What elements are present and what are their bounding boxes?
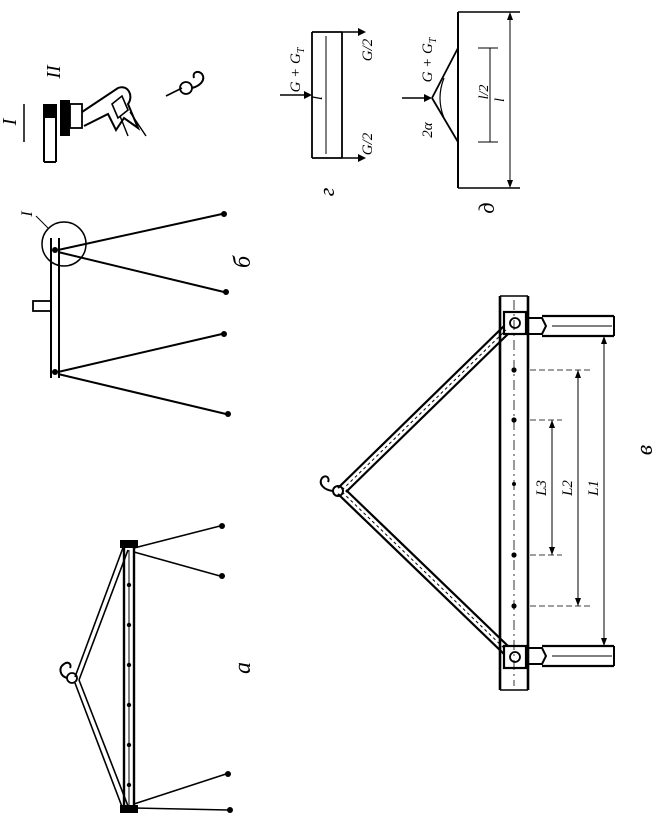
detail-view-i: I (0, 104, 57, 163)
detail-marker-circle: I (19, 211, 87, 267)
panel-g-half-top: G/2 (360, 38, 376, 61)
panel-v-label: в (632, 445, 658, 455)
panel-g-beam-diagram (280, 28, 366, 162)
svg-text:G + GT: G + GT (420, 36, 439, 82)
panel-d-angle-label: 2α (420, 121, 436, 138)
panel-a-lower-slings (133, 523, 233, 813)
panel-d-load-label: G + GT (420, 36, 439, 82)
panel-a-beam (120, 540, 138, 813)
panel-v-slings (337, 325, 509, 655)
detail-marker-label: I (19, 211, 36, 218)
panel-g-half-bottom: G/2 (360, 132, 376, 155)
detail-hook-icon (165, 70, 205, 97)
panel-d-load-text: G + G (420, 43, 436, 82)
panel-b-slings (57, 211, 231, 417)
panel-g-span-label: l (310, 96, 326, 100)
panel-a-label: а (230, 662, 256, 674)
detail-section-ii: II (43, 64, 147, 137)
panel-g-label: г (314, 187, 339, 196)
panel-d-sling-diagram (402, 11, 520, 189)
panel-a-hook-icon (59, 661, 78, 684)
panel-g-load-label: G + GT (288, 46, 307, 92)
panel-d-span-label: l (493, 98, 508, 102)
panel-b-beam (32, 238, 60, 378)
panel-v-dimensions (530, 336, 607, 646)
panel-a-upper-slings (74, 544, 129, 813)
panel-v-dim-l2: L2 (560, 480, 576, 497)
panel-d-half-span-label: l/2 (477, 85, 492, 100)
panel-v-grips (528, 314, 615, 668)
panel-g-load-text: G + G (288, 53, 304, 92)
detail-section-label: II (43, 64, 65, 80)
svg-text:G + GT: G + GT (288, 46, 307, 92)
panel-v-hook-icon (319, 475, 344, 497)
panel-v-dim-l3: L3 (534, 480, 550, 497)
panel-d-load-sub: T (428, 36, 439, 43)
panel-g-load-sub: T (296, 46, 307, 53)
panel-d-label: д (474, 202, 499, 213)
panel-b-label: б (230, 255, 256, 268)
detail-view-label: I (0, 117, 21, 126)
panel-v-beam (498, 295, 530, 691)
panel-v-dim-l1: L1 (586, 480, 602, 497)
